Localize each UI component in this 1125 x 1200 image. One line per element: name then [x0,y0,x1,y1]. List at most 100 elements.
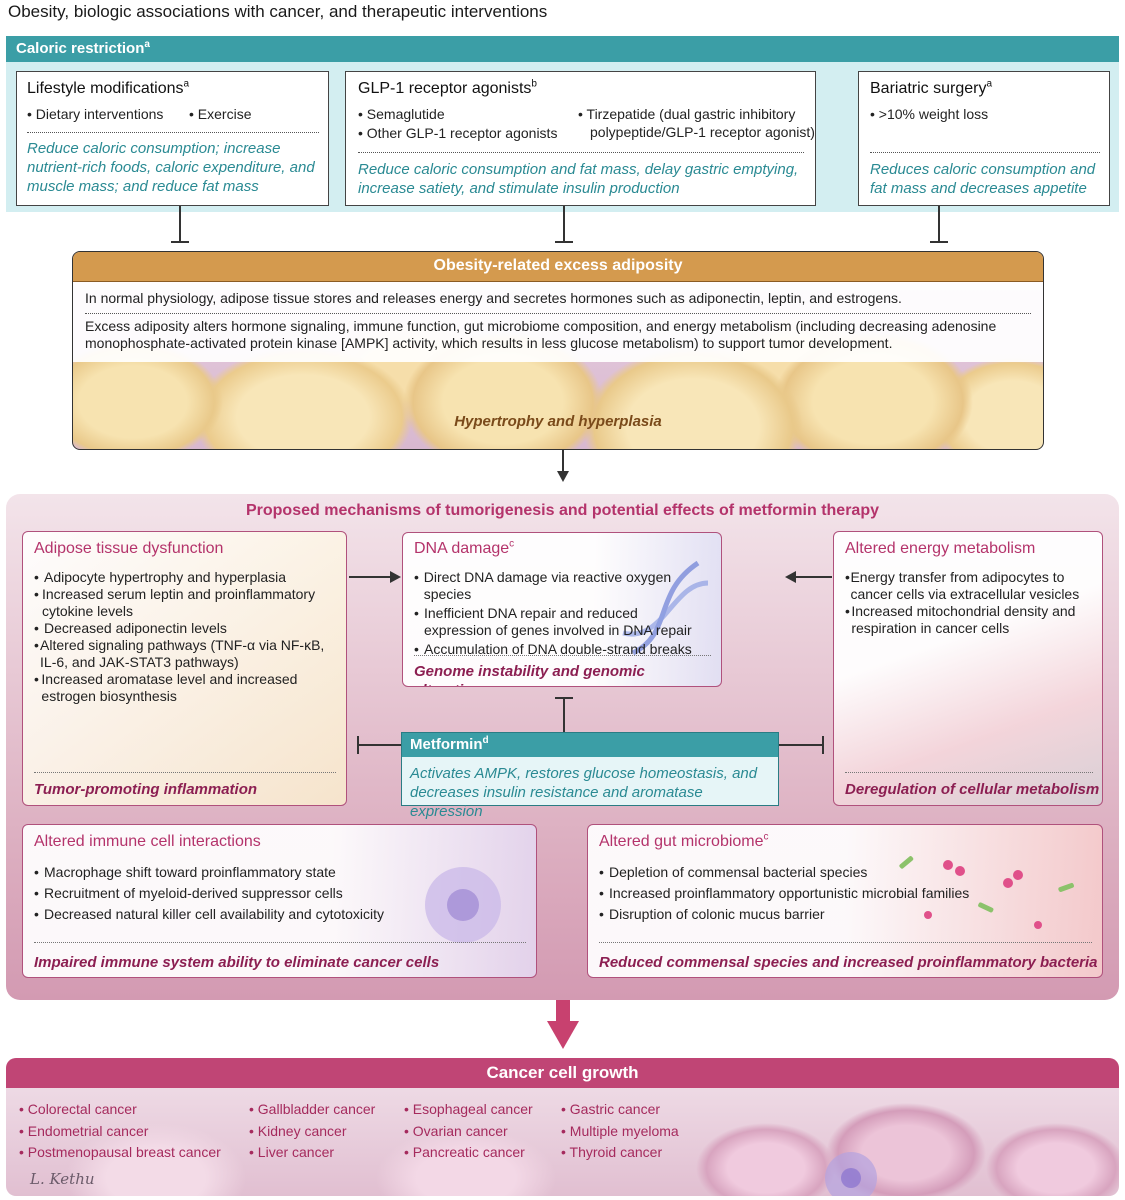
footnote-marker: c [763,831,769,843]
list-item: • Gallbladder cancer [249,1101,376,1117]
list-item: •Decreased adiponectin levels [34,620,227,636]
inhibition-line [358,744,401,746]
arrow-down-icon [557,471,569,482]
bacteria-icon [899,856,1074,929]
arrow-down-icon [547,1021,579,1049]
inhibition-bar [822,736,824,754]
list-item: •Increased proinflammatory opportunistic… [599,883,969,904]
gut-title: Altered gut microbiomec [599,831,769,851]
energy-bullets: •Energy transfer from adipocytes to canc… [845,569,1095,637]
inhibition-bar [171,241,189,243]
cancer-growth-box: Cancer cell growth • Colorectal cancer •… [6,1058,1119,1196]
list-item-text: Depletion of commensal bacterial species [609,864,868,880]
caloric-restriction-label: Caloric restriction [16,40,145,57]
adiposity-line-1: In normal physiology, adipose tissue sto… [85,290,902,306]
list-item-text: Decreased adiponectin levels [44,620,227,636]
list-item-text: Energy transfer from adipocytes to cance… [850,569,1080,602]
footnote-marker: d [482,735,489,746]
immune-title: Altered immune cell interactions [34,833,261,850]
immune-box: Altered immune cell interactions •Macrop… [22,824,537,978]
list-item: •Adipocyte hypertrophy and hyperplasia [34,569,287,585]
list-item: •Accumulation of DNA double-strand break… [414,641,692,657]
footnote-marker: a [144,39,150,50]
artist-signature: L. Kethu [30,1170,95,1188]
list-item-text: Decreased natural killer cell availabili… [44,906,385,922]
bullet: • Other GLP-1 receptor agonists [358,125,558,141]
list-item: • Thyroid cancer [561,1144,663,1160]
bariatric-effect: Reduces caloric consumption and fat mass… [870,161,1096,197]
footnote-marker: a [986,78,993,90]
mechanisms-header: Proposed mechanisms of tumorigenesis and… [245,502,879,519]
adiposity-caption: Hypertrophy and hyperplasia [454,413,662,430]
inhibition-line [563,206,565,242]
list-item-text: Altered signaling pathways (TNF-α via NF… [40,637,325,670]
adiposity-line-2: Excess adiposity alters hormone signalin… [85,318,997,351]
inhibition-bar [357,736,359,754]
dna-bullets: •Direct DNA damage via reactive oxygen s… [414,569,714,658]
lifestyle-title: Lifestyle modificationsa [27,78,190,98]
footnote-marker: a [183,78,190,90]
list-item: •Direct DNA damage via reactive oxygen s… [414,569,714,603]
divider [34,772,336,773]
list-item: • Colorectal cancer [19,1101,137,1117]
divider [85,313,1031,314]
list-item-text: Disruption of colonic mucus barrier [609,906,825,922]
adiposity-box: Obesity-related excess adiposity In norm… [72,251,1044,450]
divider [414,655,711,656]
bullet: • Dietary interventions [27,106,164,122]
list-item: •Increased serum leptin and proinflammat… [34,586,334,620]
list-item: • Pancreatic cancer [404,1144,525,1160]
lifestyle-title-text: Lifestyle modifications [27,80,184,97]
adipose-dysfunction-box: Adipose tissue dysfunction •Adipocyte hy… [22,531,347,806]
list-item: •Increased mitochondrial density and res… [845,603,1095,637]
inhibition-bar [555,241,573,243]
bullet-continuation: polypeptide/GLP-1 receptor agonist) [590,124,815,140]
divider [34,942,526,943]
inhibition-bar [555,697,573,699]
cancer-list-2: • Gallbladder cancer • Kidney cancer • L… [249,1099,375,1164]
arrow-left-icon [785,571,796,583]
list-item: •Depletion of commensal bacterial specie… [599,862,969,883]
arrow-shaft [349,576,391,578]
list-item: •Increased aromatase level and increased… [34,671,334,705]
cancer-list-3: • Esophageal cancer • Ovarian cancer • P… [404,1099,533,1164]
bullet: • Exercise [189,106,252,122]
adiposity-header: Obesity-related excess adiposity [73,252,1043,282]
dna-helix-icon [622,560,709,656]
adipose-bullets: •Adipocyte hypertrophy and hyperplasia •… [34,569,334,705]
immune-outcome: Impaired immune system ability to elimin… [34,954,440,971]
list-item: • Esophageal cancer [404,1101,533,1117]
list-item: •Energy transfer from adipocytes to canc… [845,569,1095,603]
metformin-header: Metformind [402,733,778,757]
list-item: •Macrophage shift toward proinflammatory… [34,862,384,883]
metformin-effect: Activates AMPK, restores glucose homeost… [410,765,758,820]
bariatric-title-text: Bariatric surgery [870,80,987,97]
arrow-shaft [556,1000,570,1022]
bariatric-box: Bariatric surgerya • >10% weight loss Re… [858,71,1110,206]
arrow-right-icon [390,571,401,583]
list-item: •Decreased natural killer cell availabil… [34,904,384,925]
list-item: •Inefficient DNA repair and reduced expr… [414,605,714,639]
list-item-text: Adipocyte hypertrophy and hyperplasia [44,569,287,585]
list-item: •Recruitment of myeloid-derived suppress… [34,883,384,904]
glp1-effect: Reduce caloric consumption and fat mass,… [358,161,799,197]
inhibition-line [779,744,822,746]
list-item: • Endometrial cancer [19,1122,149,1139]
list-item-text: Recruitment of myeloid-derived suppresso… [44,885,343,901]
caloric-restriction-header: Caloric restrictiona [6,36,1119,62]
inhibition-line [179,206,181,242]
list-item: •Disruption of colonic mucus barrier [599,904,969,925]
dna-outcome: Genome instability and genomic alteratio… [414,663,645,686]
adiposity-text: In normal physiology, adipose tissue sto… [73,282,1043,362]
cancer-header: Cancer cell growth [6,1058,1119,1088]
glp1-title: GLP-1 receptor agonistsb [358,79,537,98]
list-item-text: Inefficient DNA repair and reduced expre… [424,605,692,638]
arrow-shaft [562,450,564,472]
energy-metabolism-box: Altered energy metabolism •Energy transf… [833,531,1103,806]
gut-outcome: Reduced commensal species and increased … [599,954,1098,971]
list-item-text: Accumulation of DNA double-strand breaks [424,641,692,657]
list-item: • Liver cancer [249,1144,335,1160]
inhibition-line [563,698,565,732]
divider [27,132,319,133]
energy-outcome: Deregulation of cellular metabolism [845,781,1100,798]
